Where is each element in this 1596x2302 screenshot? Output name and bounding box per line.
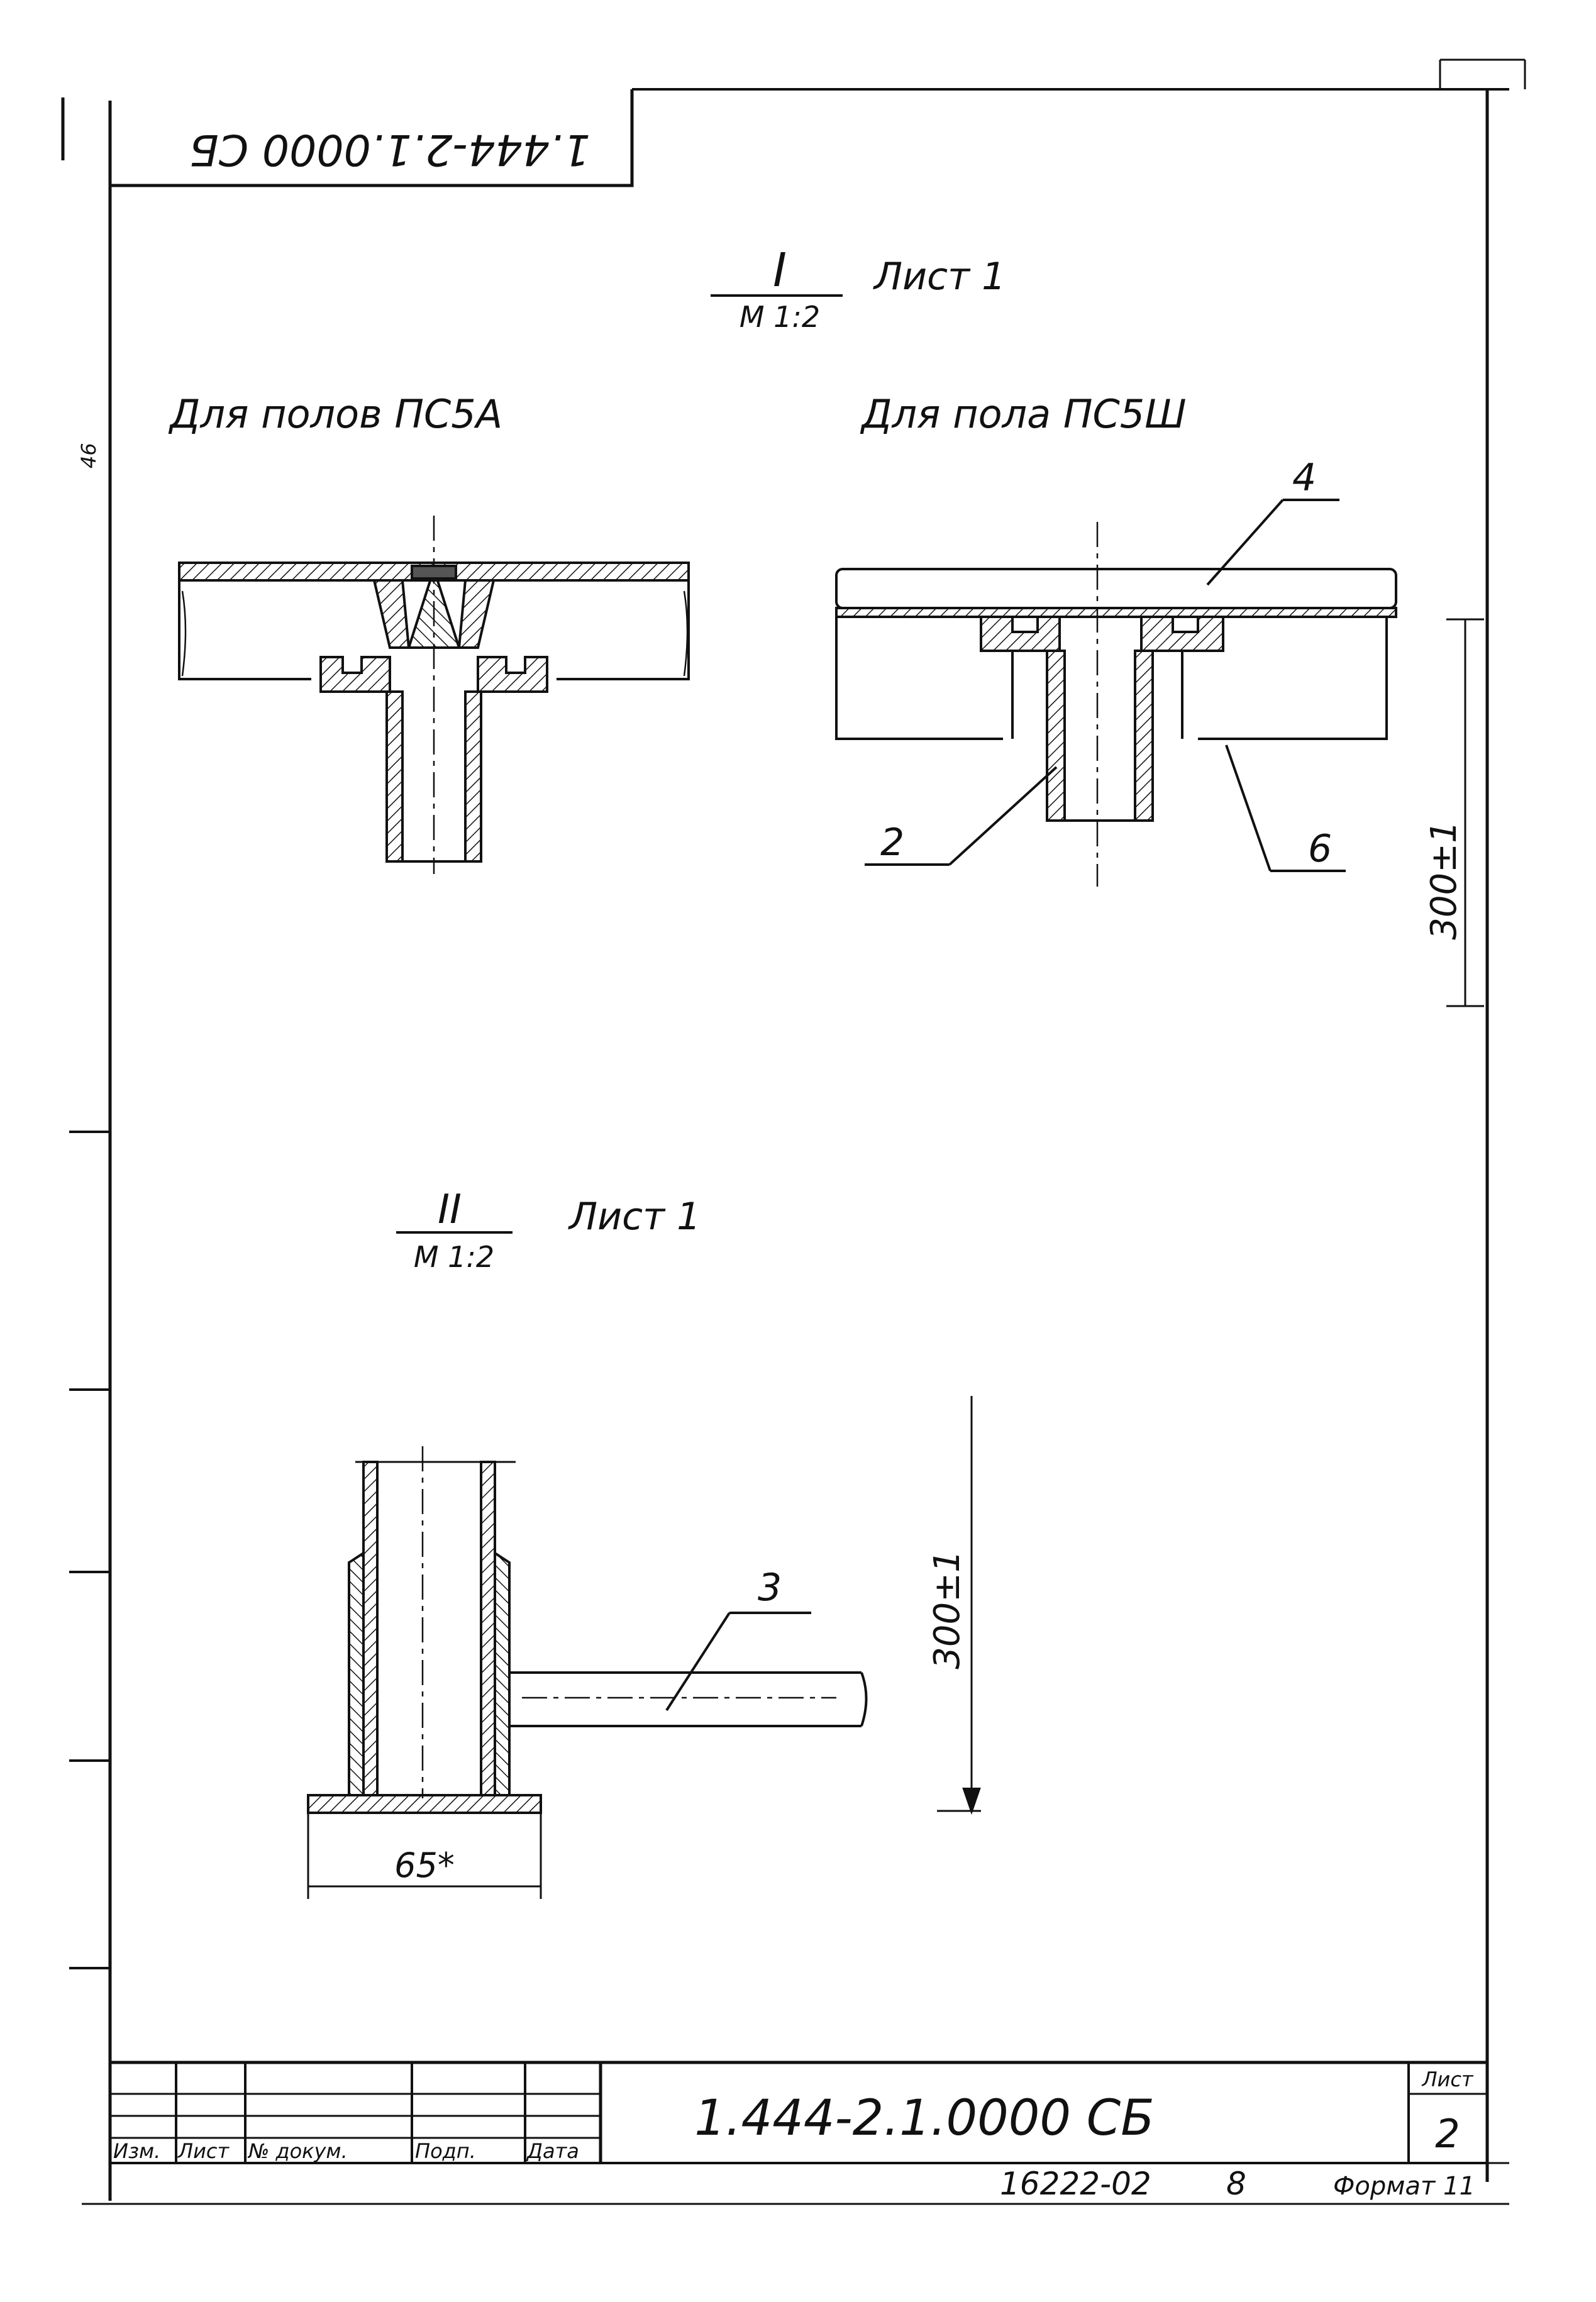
title-header-izm: Изм. bbox=[113, 2139, 160, 2163]
view2-dimension: 300±1 bbox=[927, 1550, 968, 1669]
title-header-sign: Подп. bbox=[415, 2139, 476, 2163]
title-header-date: Дата bbox=[526, 2139, 579, 2163]
view1-sheet-ref: Лист 1 bbox=[873, 255, 1006, 299]
view1-left-caption: Для полов ПС5А bbox=[168, 391, 502, 437]
format-label: Формат 11 bbox=[1333, 2172, 1475, 2201]
callout-3: 3 bbox=[758, 1566, 782, 1610]
title-designation: 1.444-2.1.0000 СБ bbox=[694, 2090, 1155, 2147]
top-stamp-box bbox=[110, 89, 634, 187]
title-sheet-label: Лист bbox=[1421, 2067, 1473, 2091]
view2-sheet-ref: Лист 1 bbox=[568, 1195, 701, 1239]
view2-width-dim: 65* bbox=[394, 1845, 455, 1885]
view1-left-detail bbox=[178, 516, 690, 874]
top-stamp-code: 1.444-2.1.0000 СБ bbox=[189, 125, 590, 174]
side-mark: 46 bbox=[77, 443, 101, 468]
view1-heading: I М 1:2 Лист 1 bbox=[711, 243, 1006, 334]
view1-scale: М 1:2 bbox=[740, 300, 820, 334]
sheet-frame bbox=[61, 58, 1526, 2201]
view2-detail bbox=[307, 1396, 981, 1899]
view2-heading: II М 1:2 Лист 1 bbox=[396, 1187, 701, 1274]
title-header-list: Лист bbox=[177, 2139, 230, 2163]
title-block bbox=[82, 2061, 1509, 2205]
callout-4: 4 bbox=[1292, 456, 1316, 500]
callout-2: 2 bbox=[880, 821, 904, 865]
inventory-number: 16222-02 bbox=[1000, 2166, 1151, 2202]
view1-right-detail bbox=[835, 499, 1484, 1007]
view1-numeral: I bbox=[773, 243, 787, 297]
callout-6: 6 bbox=[1308, 827, 1332, 871]
view1-dimension: 300±1 bbox=[1424, 821, 1465, 939]
view1-right-caption: Для пола ПС5Ш bbox=[860, 391, 1187, 437]
margin-ticks bbox=[69, 1131, 110, 1969]
view2-numeral: II bbox=[438, 1187, 462, 1233]
title-sheet-number: 2 bbox=[1435, 2111, 1460, 2157]
view2-scale: М 1:2 bbox=[414, 1240, 494, 1274]
inventory-page: 8 bbox=[1226, 2166, 1246, 2202]
title-header-doc: № докум. bbox=[247, 2139, 348, 2163]
